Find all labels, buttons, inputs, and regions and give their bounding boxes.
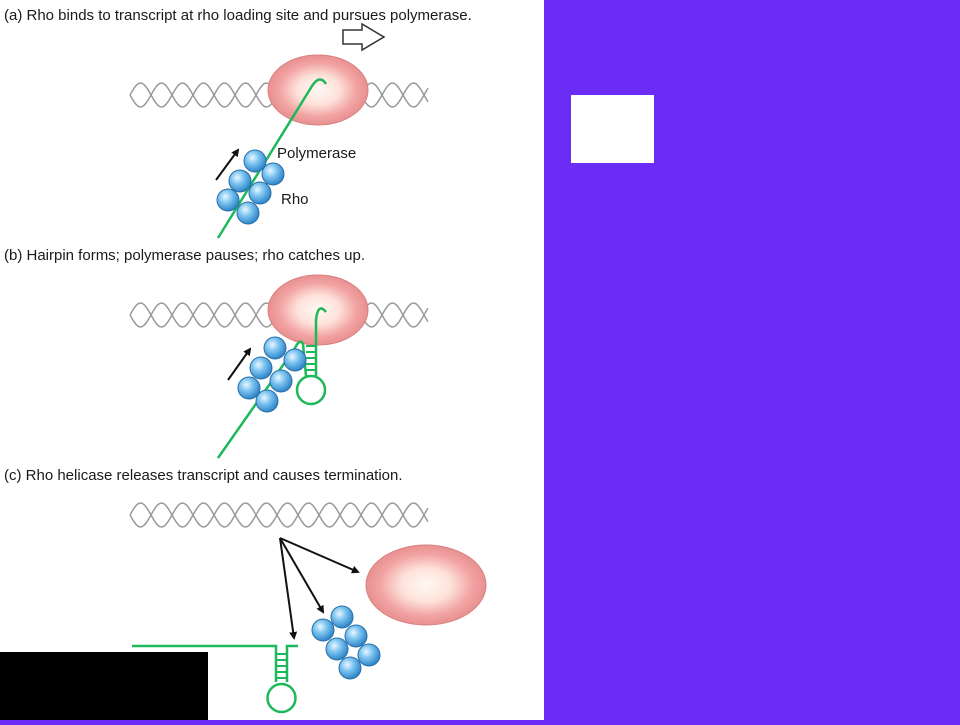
polymerase <box>267 54 369 126</box>
movement-arrow-icon <box>215 148 240 181</box>
release-arrow-icon <box>279 537 298 640</box>
rna-transcript <box>216 307 327 459</box>
rna-hairpin <box>295 345 327 406</box>
release-arrows <box>279 537 360 640</box>
figure-svg: (a) Rho binds to transcript at rho loadi… <box>4 7 487 714</box>
movement-arrow-icon <box>227 347 252 381</box>
rna-transcript <box>132 644 298 714</box>
rna-hairpin <box>266 653 297 714</box>
rho-termination-figure: (a) Rho binds to transcript at rho loadi… <box>0 0 544 720</box>
panel-b-caption: (b) Hairpin forms; polymerase pauses; rh… <box>4 247 365 264</box>
release-arrow-icon <box>279 537 360 574</box>
panel-c: (c) Rho helicase releases transcript and… <box>4 467 487 714</box>
panel-b: (b) Hairpin forms; polymerase pauses; rh… <box>4 247 429 459</box>
release-arrow-icon <box>279 537 325 614</box>
direction-arrow-icon <box>342 22 386 52</box>
rho-hexamer <box>311 605 381 680</box>
polymerase <box>365 544 487 626</box>
rho-label: Rho <box>281 191 309 208</box>
polymerase-label: Polymerase <box>277 145 356 162</box>
rho-hexamer <box>216 149 285 225</box>
black-overlay <box>0 652 208 720</box>
dna-helix <box>129 502 429 528</box>
panel-a-caption: (a) Rho binds to transcript at rho loadi… <box>4 7 472 24</box>
rho-hexamer <box>237 336 307 413</box>
panel-a: (a) Rho binds to transcript at rho loadi… <box>4 7 472 239</box>
panel-c-caption: (c) Rho helicase releases transcript and… <box>4 467 403 484</box>
rna-transcript <box>216 78 328 239</box>
blank-placeholder <box>571 95 654 163</box>
